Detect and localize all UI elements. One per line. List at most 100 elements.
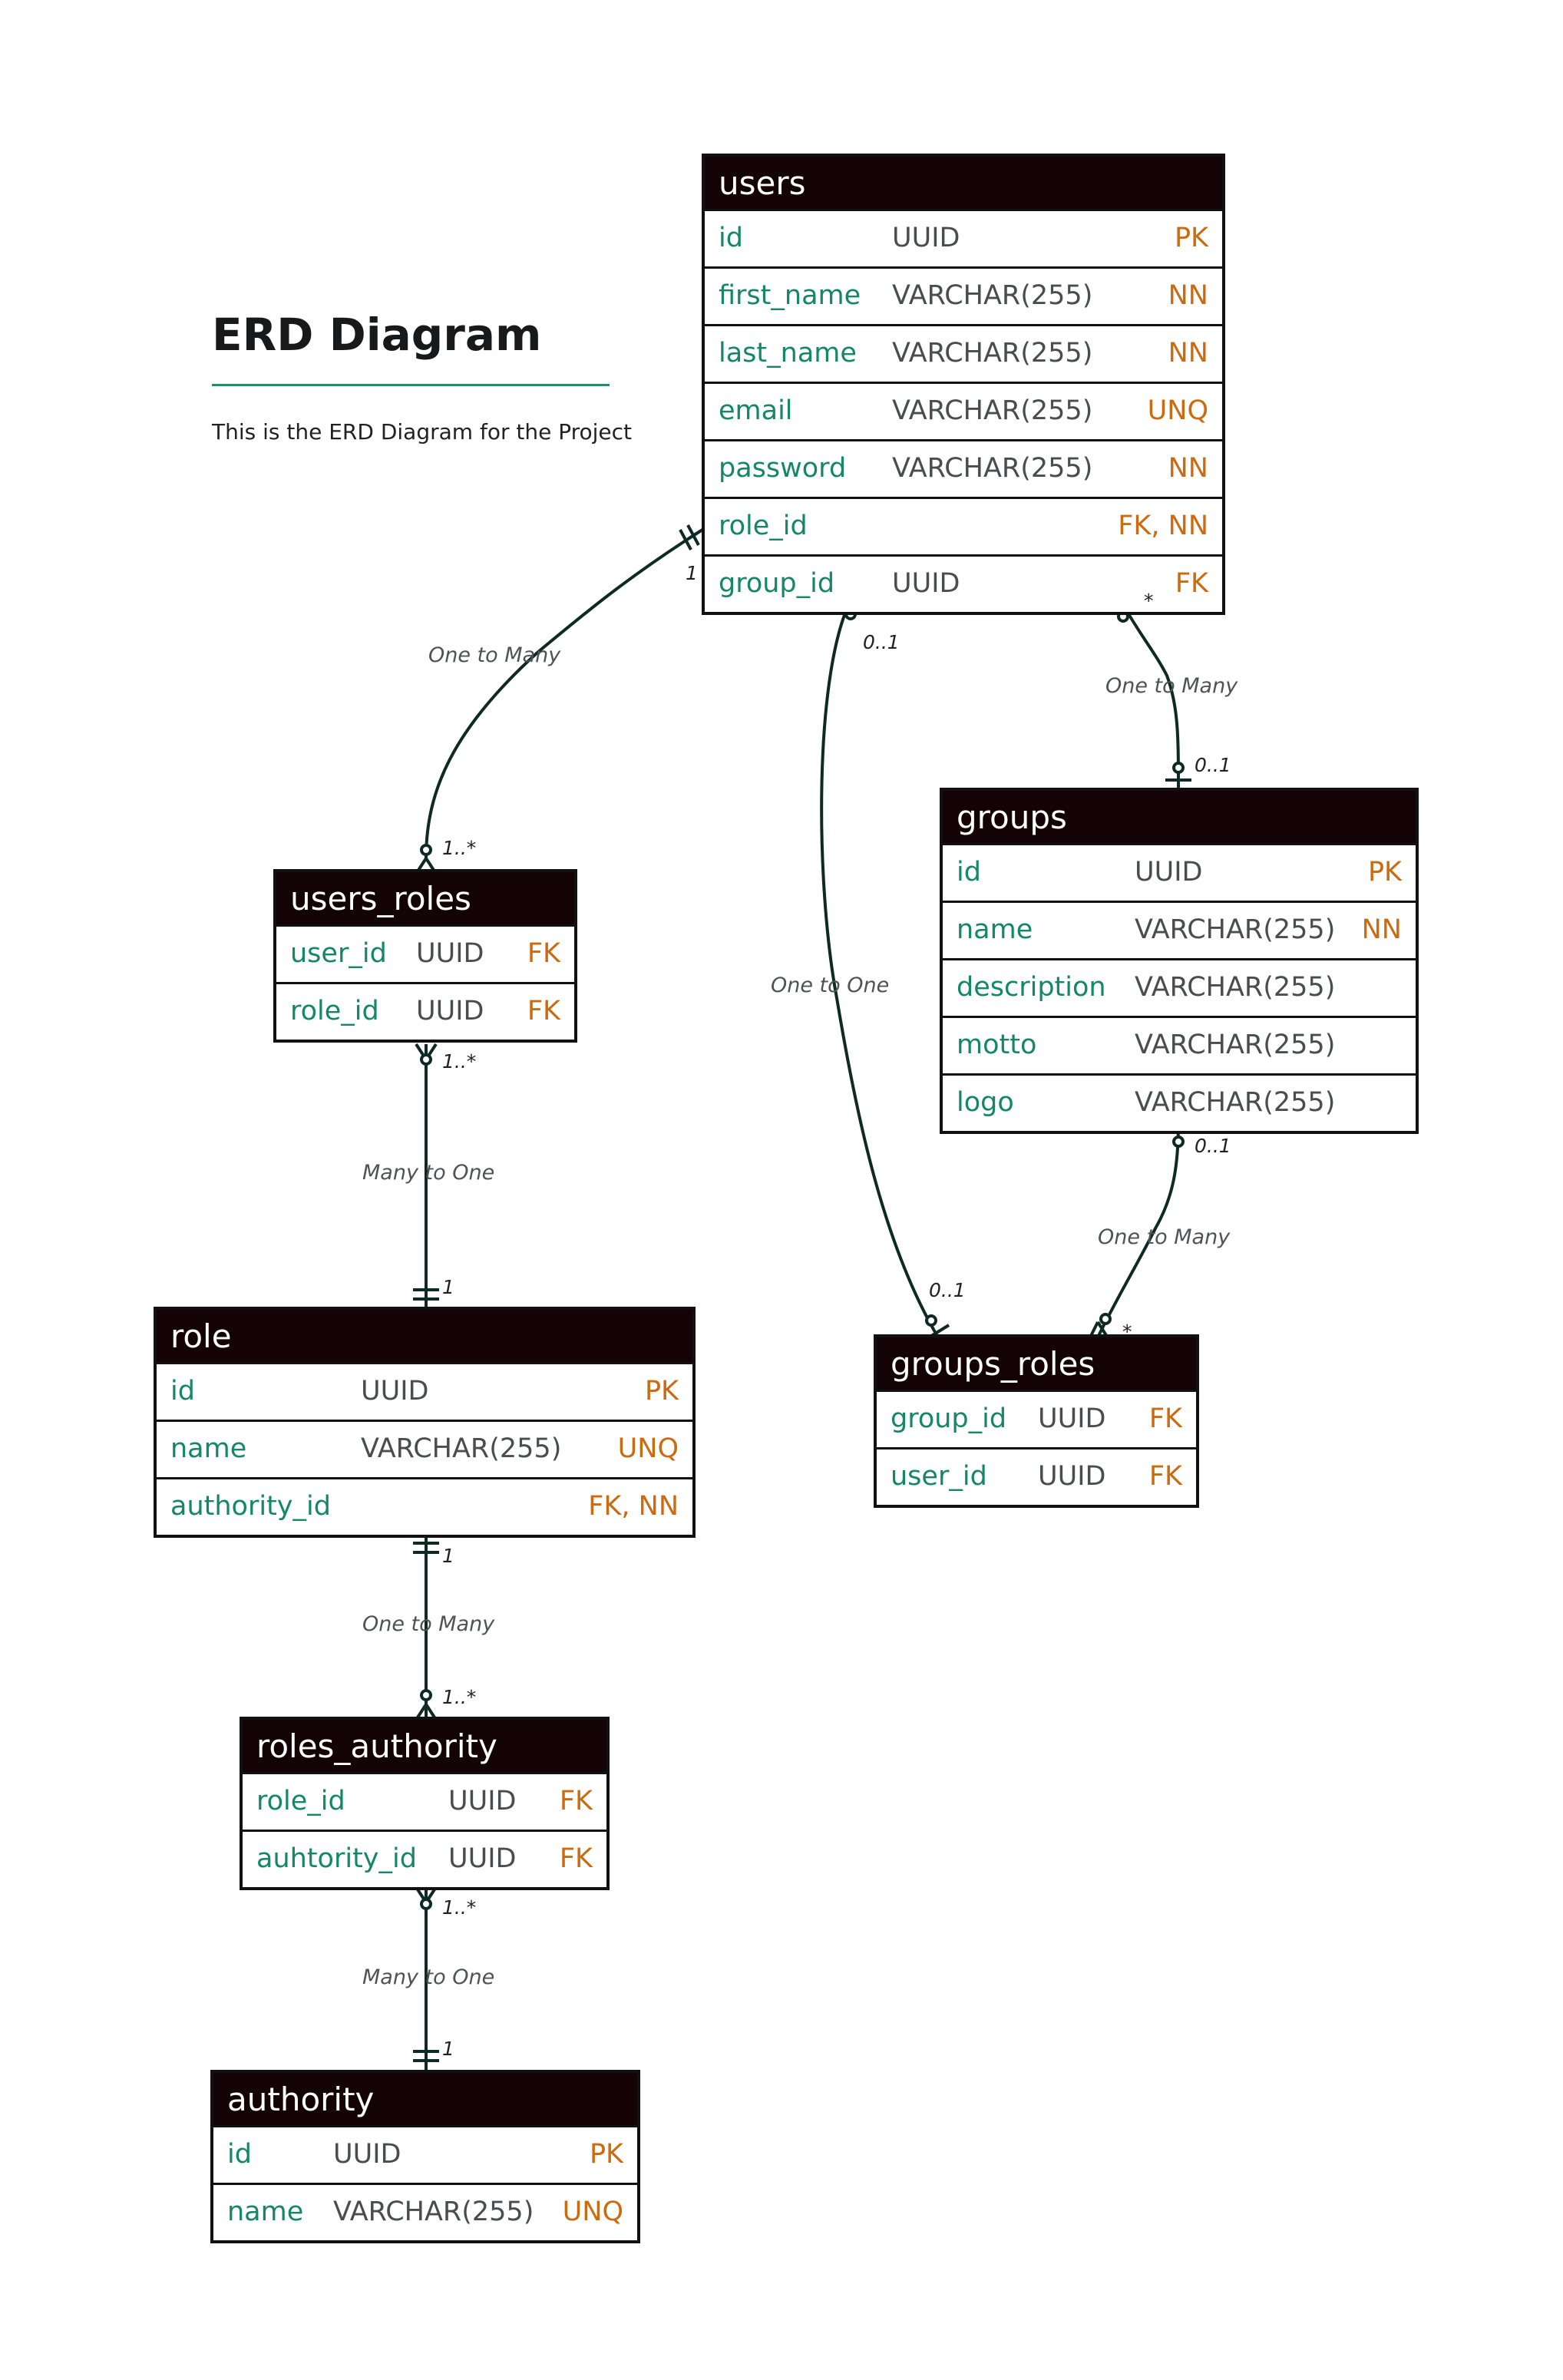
column-name: email bbox=[719, 395, 793, 426]
cardinality-label: 1 bbox=[686, 562, 698, 584]
cardinality-label: 1..* bbox=[442, 1896, 477, 1919]
relationship-label: Many to One bbox=[362, 1965, 495, 1989]
column-type: UUID bbox=[416, 996, 484, 1026]
cardinality-label: 1..* bbox=[442, 1686, 477, 1708]
column-key: UNQ bbox=[617, 1433, 679, 1464]
cardinality-label: 0..1 bbox=[929, 1279, 966, 1301]
column-name: user_id bbox=[290, 938, 387, 969]
table-row: authority_id FK, NN bbox=[157, 1477, 692, 1535]
column-type: VARCHAR(255) bbox=[1135, 1087, 1336, 1118]
column-key: FK bbox=[559, 1843, 593, 1874]
relationship-label: One to Many bbox=[1105, 674, 1238, 698]
column-key: NN bbox=[1168, 338, 1208, 369]
column-name: authority_id bbox=[170, 1491, 331, 1522]
entity-header: users_roles bbox=[276, 872, 574, 924]
column-type: UUID bbox=[1038, 1403, 1106, 1434]
column-key: FK bbox=[559, 1786, 593, 1816]
column-key: FK, NN bbox=[588, 1491, 679, 1522]
column-type: UUID bbox=[1038, 1461, 1106, 1492]
column-name: last_name bbox=[719, 338, 857, 369]
column-name: role_id bbox=[256, 1786, 345, 1816]
relationship-label: One to Many bbox=[362, 1612, 495, 1636]
table-row: id UUID PK bbox=[213, 2125, 637, 2183]
relationship-label: Many to One bbox=[362, 1161, 495, 1185]
relationship-label: One to Many bbox=[1098, 1225, 1231, 1249]
column-key: NN bbox=[1168, 280, 1208, 311]
table-row: last_name VARCHAR(255) NN bbox=[705, 324, 1222, 382]
column-name: first_name bbox=[719, 280, 861, 311]
column-key: PK bbox=[1174, 223, 1208, 253]
column-key: FK bbox=[1148, 1461, 1182, 1492]
cardinality-label: 0..1 bbox=[1195, 754, 1231, 776]
column-type: VARCHAR(255) bbox=[892, 280, 1093, 311]
column-type: UUID bbox=[892, 568, 960, 599]
column-key: PK bbox=[589, 2139, 623, 2170]
entity-header: authority bbox=[213, 2073, 637, 2125]
entity-header: role bbox=[157, 1310, 692, 1362]
column-type: UUID bbox=[892, 223, 960, 253]
column-key: FK bbox=[1148, 1403, 1182, 1434]
page-subtitle: This is the ERD Diagram for the Project bbox=[212, 419, 633, 445]
column-name: description bbox=[957, 972, 1106, 1003]
cardinality-label: 0..1 bbox=[863, 631, 900, 653]
relationship-line-users-groups-roles bbox=[820, 600, 940, 1339]
table-row: auhtority_id UUID FK bbox=[243, 1830, 606, 1887]
column-name: id bbox=[227, 2139, 252, 2170]
column-name: id bbox=[170, 1376, 195, 1407]
column-name: id bbox=[957, 857, 981, 888]
relationship-label: One to Many bbox=[428, 643, 561, 667]
column-type: VARCHAR(255) bbox=[1135, 1030, 1336, 1060]
column-key: PK bbox=[644, 1376, 679, 1407]
cardinality-label: 1..* bbox=[442, 837, 477, 859]
column-key: NN bbox=[1361, 914, 1402, 945]
column-name: name bbox=[227, 2197, 304, 2227]
column-key: UNQ bbox=[562, 2197, 623, 2227]
column-type: VARCHAR(255) bbox=[333, 2197, 534, 2227]
column-type: UUID bbox=[416, 938, 484, 969]
column-type: VARCHAR(255) bbox=[361, 1433, 562, 1464]
cardinality-label: * bbox=[1122, 1321, 1132, 1343]
column-name: auhtority_id bbox=[256, 1843, 417, 1874]
column-type: VARCHAR(255) bbox=[892, 395, 1093, 426]
column-type: UUID bbox=[333, 2139, 401, 2170]
column-key: NN bbox=[1168, 453, 1208, 484]
relationship-line-users-groups bbox=[1119, 600, 1180, 792]
relationship-line-groups-groups-roles bbox=[1096, 1122, 1180, 1338]
column-key: FK bbox=[1175, 568, 1208, 599]
column-name: password bbox=[719, 453, 847, 484]
table-row: description VARCHAR(255) bbox=[943, 958, 1416, 1016]
table-row: name VARCHAR(255) UNQ bbox=[213, 2183, 637, 2240]
column-key: PK bbox=[1367, 857, 1402, 888]
cardinality-label: 0..1 bbox=[1195, 1135, 1231, 1157]
page-title: ERD Diagram bbox=[212, 309, 542, 361]
column-name: name bbox=[170, 1433, 247, 1464]
column-name: role_id bbox=[719, 511, 808, 541]
column-type: UUID bbox=[448, 1843, 517, 1874]
table-row: first_name VARCHAR(255) NN bbox=[705, 266, 1222, 324]
column-type: VARCHAR(255) bbox=[1135, 972, 1336, 1003]
column-type: VARCHAR(255) bbox=[892, 338, 1093, 369]
cardinality-label: 1 bbox=[442, 1276, 454, 1298]
table-row: name VARCHAR(255) UNQ bbox=[157, 1420, 692, 1477]
column-name: role_id bbox=[290, 996, 379, 1026]
entity-authority[interactable]: authority id UUID PK name VARCHAR(255) UNQ bbox=[210, 2070, 640, 2243]
relationship-label: One to One bbox=[771, 973, 890, 997]
